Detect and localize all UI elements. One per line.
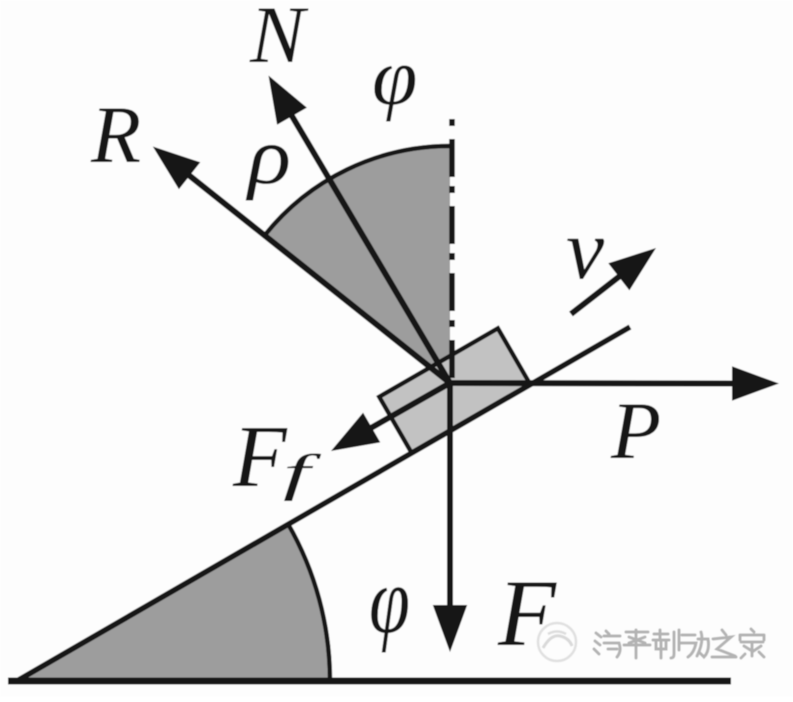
svg-text:F: F — [497, 560, 557, 666]
svg-text:ρ: ρ — [245, 110, 291, 201]
svg-text:N: N — [249, 0, 309, 80]
svg-text:v: v — [566, 201, 605, 297]
svg-text:R: R — [90, 89, 141, 180]
svg-text:P: P — [610, 385, 661, 476]
svg-text:φ: φ — [369, 547, 410, 653]
svg-text:φ: φ — [372, 31, 417, 122]
svg-text:F: F — [232, 409, 288, 506]
